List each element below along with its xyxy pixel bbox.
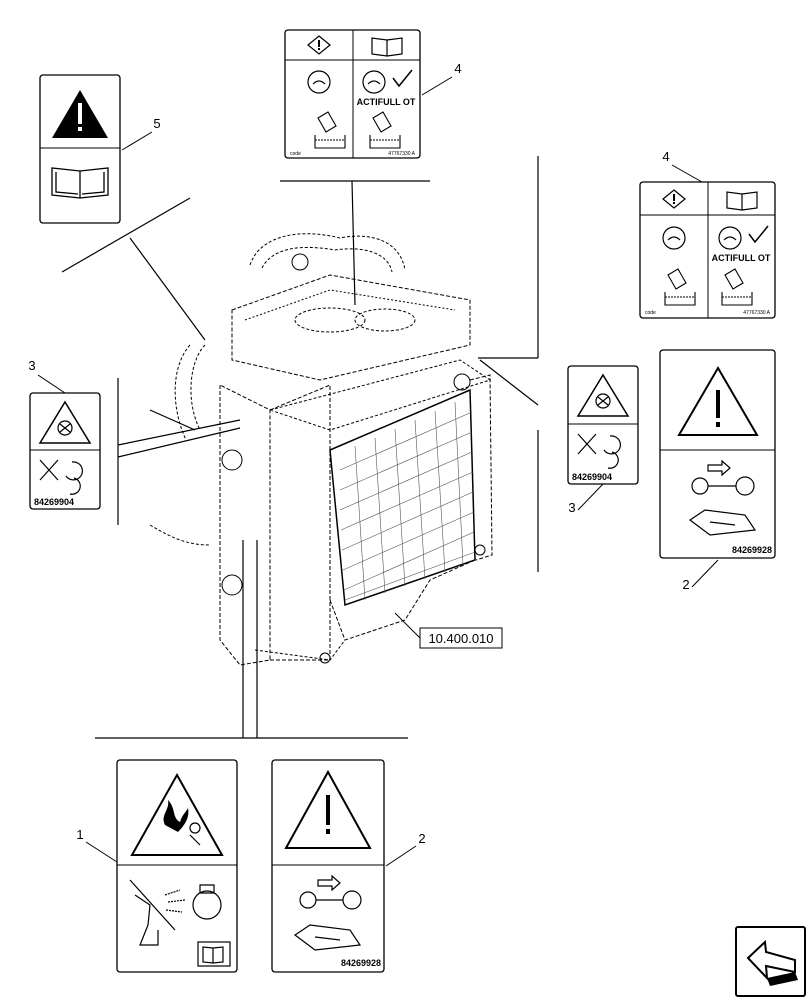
decal-3-right: 84269904	[567, 365, 639, 485]
coolant-brand-label: ACTIFULL OT	[357, 97, 416, 107]
coolant-brand-label: ACTIFULL OT	[712, 253, 771, 263]
warning-triangle-icon	[52, 90, 108, 138]
decal-part-number: 84269904	[34, 497, 74, 507]
callout-3-left: 3	[28, 358, 35, 373]
callout-4-top: 4	[454, 61, 461, 76]
key-removal-icon	[688, 459, 757, 536]
no-hands-fan-icon	[39, 459, 83, 495]
warning-diamond-icon	[307, 35, 331, 55]
callout-5: 5	[153, 116, 160, 131]
warning-triangle-icon	[677, 366, 759, 436]
coolant-reservoir-icon	[662, 226, 742, 250]
fill-coolant-icon	[314, 111, 401, 149]
reference-callout: 10.400.010	[394, 612, 503, 649]
radiator-assembly	[149, 233, 493, 666]
fill-coolant-icon	[664, 268, 753, 306]
decal-2-right: 84269928	[659, 349, 776, 559]
callout-2-bottom: 2	[418, 831, 425, 846]
callout-2-right: 2	[682, 577, 689, 592]
warning-triangle-icon	[284, 769, 372, 849]
checkmark-icon	[748, 225, 769, 244]
coolant-reservoir-icon	[307, 70, 386, 94]
code-label: code	[290, 151, 301, 157]
navigation-arrow-icon[interactable]	[735, 926, 806, 997]
decal-4-right: ACTIFULL OT code 47767330 A	[639, 181, 776, 319]
decal-3-left: 84269904	[29, 392, 101, 510]
key-removal-icon	[293, 874, 362, 951]
radiator-core	[329, 388, 476, 607]
decal-part-number: 84269928	[341, 958, 381, 968]
burn-hazard-icon	[130, 772, 224, 856]
decal-2-bottom: 84269928	[271, 759, 385, 973]
decal-5	[39, 74, 121, 224]
callout-3-right: 3	[568, 500, 575, 515]
manual-book-icon	[726, 191, 758, 211]
decal-part-number: 84269928	[732, 545, 772, 555]
reference-number: 10.400.010	[428, 631, 493, 646]
warning-diamond-icon	[662, 189, 686, 209]
code-label: code	[645, 310, 656, 316]
callout-4-right: 4	[662, 149, 669, 164]
no-open-hot-cap-icon	[129, 879, 222, 946]
fan-warning-icon	[576, 373, 630, 417]
decal-part-number: 84269904	[572, 472, 612, 482]
callout-1: 1	[76, 827, 83, 842]
decal-1	[116, 759, 238, 973]
leader-lines	[61, 156, 539, 739]
part-code: 47767330 A	[388, 151, 415, 157]
part-code: 47767330 A	[743, 310, 770, 316]
manual-book-icon	[371, 37, 403, 57]
fan-warning-icon	[38, 400, 92, 444]
checkmark-icon	[392, 69, 413, 88]
manual-book-icon	[51, 167, 109, 199]
decal-4-top: ACTIFULL OT code 47767330 A	[284, 29, 421, 159]
manual-book-icon	[197, 941, 231, 967]
no-hands-fan-icon	[577, 433, 621, 469]
